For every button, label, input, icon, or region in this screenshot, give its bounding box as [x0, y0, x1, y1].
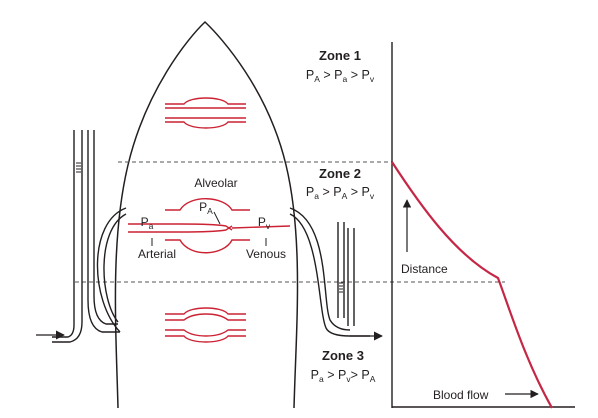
venous-pressure-label: Pv — [258, 215, 271, 231]
arterial-pressure-label: Pa — [141, 215, 154, 231]
zone1-relation: PA > Pa > Pv — [306, 68, 375, 84]
venous-water-level-ticks — [339, 282, 343, 293]
zone3-capillary — [165, 307, 246, 343]
zone2-capillary — [128, 198, 291, 254]
zone3-title: Zone 3 — [322, 348, 364, 363]
blood-flow-curve — [391, 161, 553, 409]
venous-label: Venous — [246, 247, 286, 261]
distance-axis-label: Distance — [401, 262, 448, 276]
arterial-manometer-tube — [52, 130, 127, 343]
alveolar-label: Alveolar — [194, 176, 237, 190]
zone3-relation: Pa > Pv> PA — [311, 368, 376, 384]
alveolar-pressure-label: PA — [199, 200, 213, 216]
arterial-water-level-ticks — [76, 162, 81, 173]
arterial-label: Arterial — [138, 247, 176, 261]
zone1-capillary — [165, 97, 246, 129]
zone2-title: Zone 2 — [319, 166, 361, 181]
venous-manometer-tube — [289, 207, 370, 337]
alveolar-pointer-line — [213, 211, 221, 225]
blood-flow-axis-label: Blood flow — [433, 388, 489, 402]
zone1-title: Zone 1 — [319, 48, 361, 63]
lung-outline — [114, 20, 299, 409]
zone2-relation: Pa > PA > Pv — [306, 185, 375, 201]
